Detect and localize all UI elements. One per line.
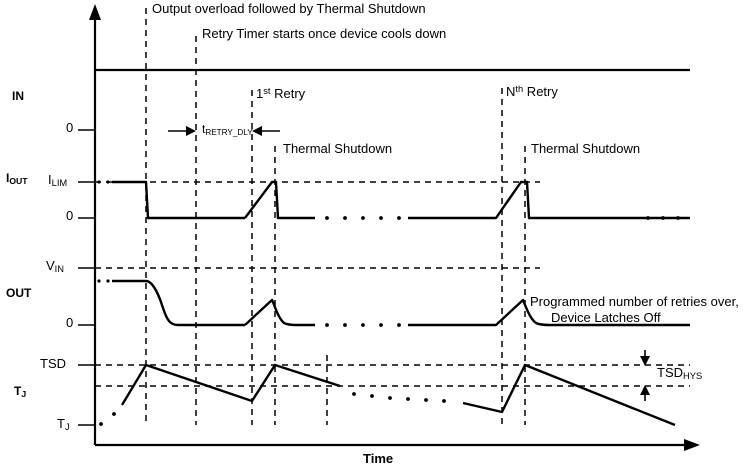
- dot: [106, 180, 110, 184]
- axes: [89, 4, 700, 451]
- dot: [676, 216, 680, 220]
- tick-label-vin-sub: IN: [54, 264, 65, 275]
- dot: [646, 216, 650, 220]
- tj-trace-2: [462, 363, 676, 427]
- out-trace-2: [244, 298, 315, 327]
- annotation-first-retry-prefix: 1: [256, 86, 264, 102]
- dot: [661, 216, 665, 220]
- waveform-tj: [120, 363, 676, 427]
- annotation-first-retry: 1st Retry: [256, 86, 305, 102]
- signal-label-iout-base: I: [6, 171, 10, 185]
- x-axis-title: Time: [363, 451, 394, 466]
- dot: [361, 216, 365, 220]
- tick-label-tj-sub: J: [64, 422, 70, 433]
- signal-label-iout: IOUT: [6, 171, 28, 186]
- tick-label-tsd: TSD: [40, 356, 66, 371]
- annotation-output-overload: Output overload followed by Thermal Shut…: [152, 1, 426, 16]
- annotation-nth-retry-sup: th: [515, 84, 524, 94]
- event-markers: [145, 8, 526, 425]
- dot: [370, 394, 374, 398]
- tj-dots-left: [99, 412, 116, 426]
- tick-label-vin-base: V: [46, 258, 55, 273]
- x-axis-arrow: [684, 439, 700, 451]
- iout-trace-3: [408, 180, 690, 220]
- dot: [379, 323, 383, 327]
- annotation-retry-delay: tRETRY_DLY: [202, 122, 253, 138]
- iout-dots-right: [646, 216, 680, 220]
- annotation-latch-off-line1: Programmed number of retries over,: [530, 294, 739, 309]
- dot: [397, 216, 401, 220]
- dot: [325, 323, 329, 327]
- out-dots-left: [97, 279, 110, 283]
- tsd-hys-arrows: [640, 350, 650, 401]
- iout-trace-2: [244, 180, 315, 220]
- dot: [352, 392, 356, 396]
- dot: [97, 279, 101, 283]
- annotation-retry-timer: Retry Timer starts once device cools dow…: [202, 26, 447, 41]
- signal-label-tj: TJ: [14, 384, 27, 399]
- signal-label-iout-sub: OUT: [9, 175, 28, 186]
- out-trace-3: [408, 298, 690, 327]
- dot: [343, 216, 347, 220]
- waveform-iout: [112, 180, 690, 220]
- dot: [424, 398, 428, 402]
- dot: [442, 399, 446, 403]
- annotation-nth-retry-suffix: Retry: [523, 84, 558, 100]
- tsd-hys-arrow-top-head: [640, 356, 650, 366]
- annotation-retry-delay-sub: RETRY_DLY: [205, 127, 253, 137]
- signal-label-in: IN: [12, 89, 24, 103]
- iout-dots-left: [97, 180, 110, 184]
- dot: [379, 216, 383, 220]
- axis-ticks: [78, 129, 95, 426]
- y-axis-arrow: [89, 4, 101, 20]
- annotation-nth-retry: Nth Retry: [506, 84, 558, 100]
- iout-dots-gap: [325, 216, 401, 220]
- tick-label-vin: VIN: [46, 258, 65, 275]
- tick-label-iout-zero: 0: [66, 208, 74, 223]
- out-trace-1: [112, 279, 245, 327]
- tick-label-tj-base: T: [57, 416, 65, 431]
- tick-label-ilim-sub: LIM: [51, 178, 68, 189]
- reference-levels: [95, 181, 690, 387]
- dot: [406, 397, 410, 401]
- tick-label-ilim-base: I: [48, 172, 52, 187]
- annotation-first-retry-sup: st: [263, 86, 271, 96]
- tick-label-tj: TJ: [57, 416, 70, 433]
- tick-label-in-zero: 0: [66, 120, 74, 135]
- annotation-nth-retry-prefix: N: [506, 84, 516, 100]
- out-dots-gap: [325, 323, 401, 327]
- tj-trace-1: [120, 363, 341, 406]
- tj-dots-gap: [352, 392, 446, 403]
- dot: [361, 323, 365, 327]
- tick-label-out-zero: 0: [66, 315, 74, 330]
- dot: [388, 396, 392, 400]
- annotation-retry-delay-base: t: [202, 122, 206, 136]
- dot: [325, 216, 329, 220]
- tick-label-ilim: ILIM: [48, 172, 68, 189]
- retry-delay-arrow-left-head: [186, 126, 196, 136]
- annotation-tsd-hys: TSDHYS: [657, 365, 703, 382]
- dot: [99, 422, 103, 426]
- signal-label-out: OUT: [6, 286, 32, 300]
- tsd-hys-arrow-bottom-head: [640, 385, 650, 395]
- retry-delay-arrows: [168, 126, 280, 136]
- annotation-tsd-hys-base: TSD: [657, 365, 683, 380]
- signal-label-tj-sub: J: [21, 388, 27, 399]
- signal-label-tj-base: T: [14, 384, 22, 398]
- waveform-out: [112, 279, 690, 327]
- annotation-first-retry-suffix: Retry: [270, 86, 306, 102]
- retry-delay-arrow-right-head: [252, 126, 262, 136]
- iout-trace-1: [112, 180, 245, 220]
- annotation-thermal-shutdown-2: Thermal Shutdown: [531, 141, 641, 156]
- annotation-thermal-shutdown-1: Thermal Shutdown: [283, 141, 393, 156]
- annotation-latch-off-line2: Device Latches Off: [551, 310, 661, 325]
- dot: [112, 412, 116, 416]
- dot: [343, 323, 347, 327]
- annotation-tsd-hys-sub: HYS: [683, 371, 703, 382]
- dot: [97, 180, 101, 184]
- dot: [397, 323, 401, 327]
- dot: [106, 279, 110, 283]
